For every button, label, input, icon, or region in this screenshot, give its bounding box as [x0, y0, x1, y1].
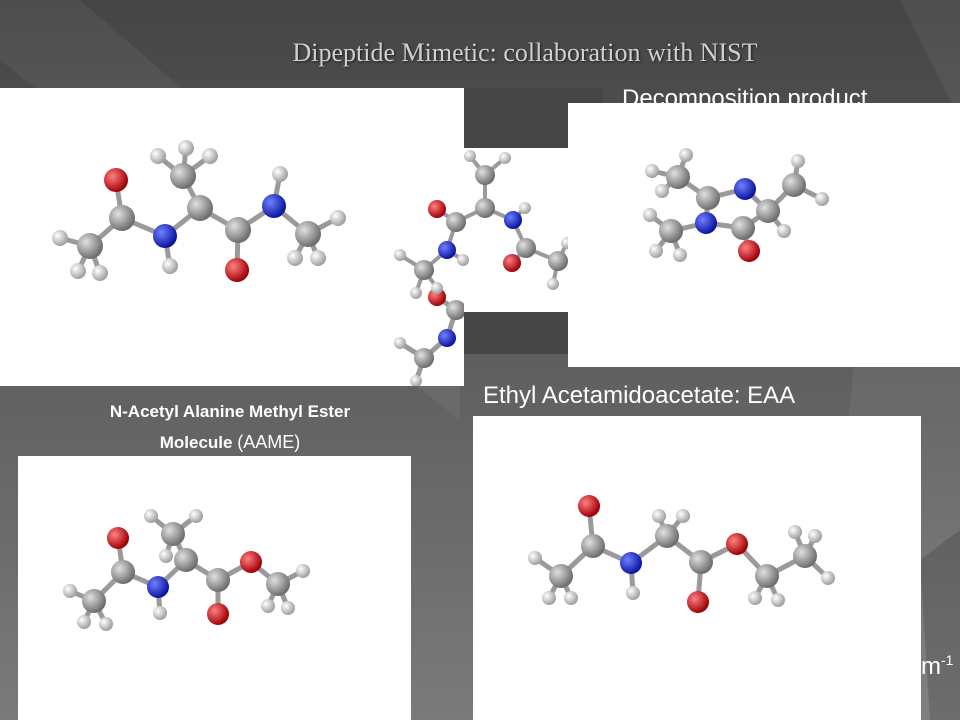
- aame-caption: N-Acetyl Alanine Methyl Ester Molecule (…: [30, 397, 430, 458]
- aame-caption-line-1: N-Acetyl Alanine Methyl Ester: [109, 402, 351, 421]
- molecule-panel-decomposition: [568, 103, 960, 367]
- unit-text: m: [921, 653, 941, 680]
- aame-molecule-diagram-2: [394, 150, 573, 299]
- aame-caption-abbrev: (AAME): [237, 432, 301, 452]
- decomposition-product-diagram: [643, 148, 829, 262]
- unit-superscript: -1: [941, 652, 954, 668]
- molecule-panel-aame: [18, 456, 411, 720]
- eaa-caption: Ethyl Acetamidoacetate: EAA: [483, 382, 796, 409]
- slide-title: Dipeptide Mimetic: collaboration with NI…: [292, 38, 758, 67]
- molecule-panel-eaa: [473, 416, 921, 720]
- eaa-molecule-diagram: [528, 495, 835, 613]
- hidden-unit-fragment: m-1: [921, 652, 953, 681]
- aame-molecule-diagram-3: [63, 509, 310, 631]
- dark-backdrop-panel-lower: [462, 312, 572, 354]
- aame-molecule-diagram-1: [52, 140, 464, 386]
- molecule-panel-top-left: [0, 88, 464, 386]
- aame-caption-molecule: Molecule: [159, 433, 233, 452]
